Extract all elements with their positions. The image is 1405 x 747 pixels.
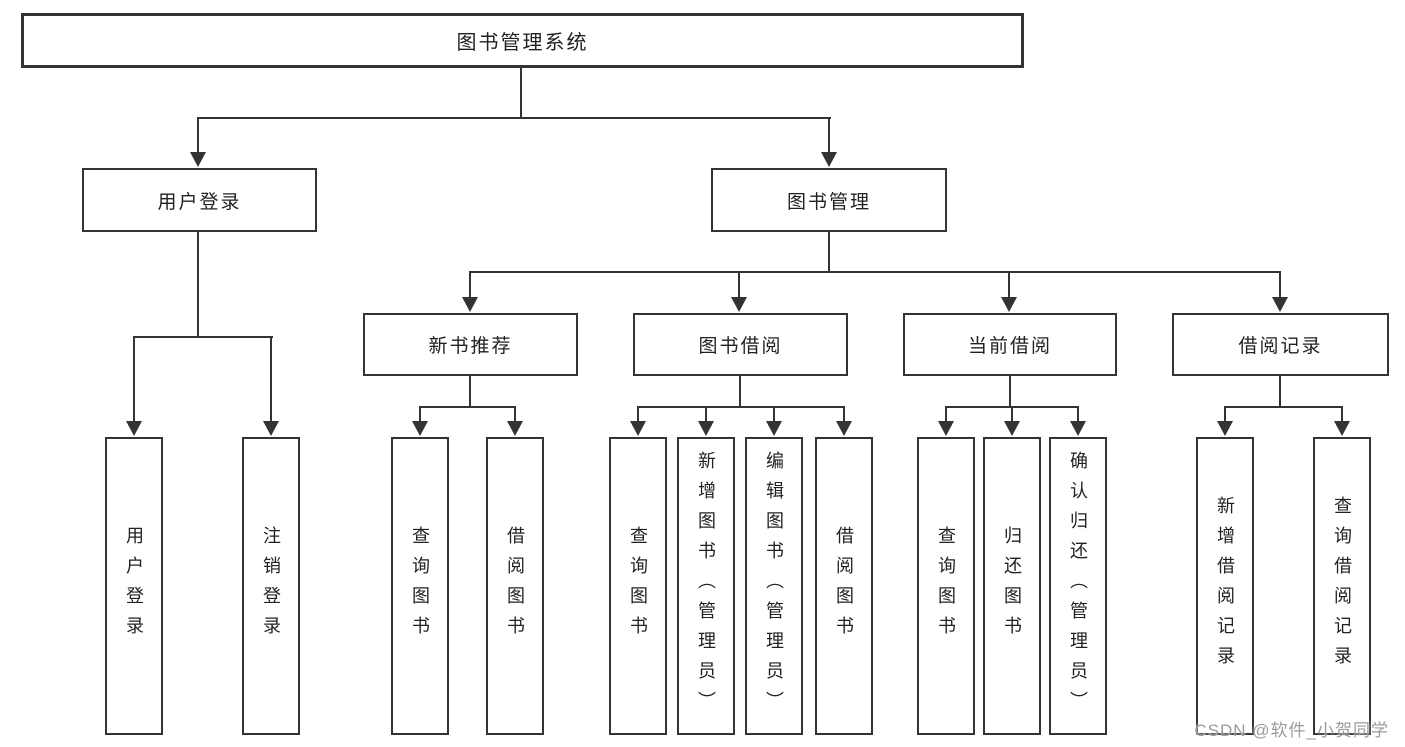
connector-arrowhead [766,421,782,436]
connector-arrowhead [731,297,747,312]
connector-line [1224,406,1226,422]
connector-line [1224,406,1343,408]
leaf-borrow-books-borrowing: 借阅图书 [815,437,873,735]
connector-line [828,117,830,154]
leaf-confirm-return-admin: 确认归还（管理员） [1049,437,1107,735]
leaf-query-books-borrowing: 查询图书 [609,437,667,735]
connector-arrowhead [462,297,478,312]
connector-line [945,406,947,422]
node-user-login: 用户登录 [82,168,317,232]
connector-line [419,406,421,422]
leaf-query-books-current: 查询图书 [917,437,975,735]
connector-line [514,406,516,422]
leaf-edit-books-admin: 编辑图书（管理员） [745,437,803,735]
connector-line [738,271,740,298]
connector-line [469,376,471,407]
connector-line [1279,271,1281,298]
connector-line [828,232,830,272]
connector-arrowhead [412,421,428,436]
connector-line [197,117,831,119]
node-library-management-system: 图书管理系统 [21,13,1024,68]
connector-arrowhead [938,421,954,436]
leaf-logout: 注销登录 [242,437,300,735]
connector-line [773,406,775,422]
connector-line [637,406,845,408]
connector-arrowhead [1217,421,1233,436]
node-book-management: 图书管理 [711,168,947,232]
connector-line [1077,406,1079,422]
node-book-borrowing: 图书借阅 [633,313,848,376]
connector-line [1011,406,1013,422]
connector-line [133,336,135,422]
leaf-query-borrow-record: 查询借阅记录 [1313,437,1371,735]
connector-arrowhead [821,152,837,167]
connector-line [1279,376,1281,407]
node-current-borrowing: 当前借阅 [903,313,1117,376]
csdn-watermark: CSDN @软件_小贺同学 [1194,721,1389,740]
connector-line [637,406,639,422]
connector-line [469,271,471,298]
leaf-query-books-recommend: 查询图书 [391,437,449,735]
connector-arrowhead [190,152,206,167]
connector-line [843,406,845,422]
connector-line [197,117,199,154]
connector-line [197,232,199,337]
connector-line [1009,376,1011,407]
node-borrowing-records: 借阅记录 [1172,313,1389,376]
connector-line [1008,271,1010,298]
leaf-return-books: 归还图书 [983,437,1041,735]
connector-arrowhead [630,421,646,436]
connector-line [469,271,1281,273]
connector-arrowhead [126,421,142,436]
connector-arrowhead [1334,421,1350,436]
leaf-add-books-admin: 新增图书（管理员） [677,437,735,735]
connector-arrowhead [1272,297,1288,312]
connector-arrowhead [698,421,714,436]
connector-line [520,68,522,118]
connector-line [133,336,273,338]
connector-arrowhead [507,421,523,436]
connector-line [1341,406,1343,422]
leaf-add-borrow-record: 新增借阅记录 [1196,437,1254,735]
connector-arrowhead [263,421,279,436]
connector-line [739,376,741,407]
leaf-borrow-books-recommend: 借阅图书 [486,437,544,735]
leaf-user-login: 用户登录 [105,437,163,735]
connector-line [419,406,516,408]
connector-arrowhead [1070,421,1086,436]
connector-line [270,336,272,422]
connector-line [705,406,707,422]
connector-arrowhead [1001,297,1017,312]
connector-arrowhead [836,421,852,436]
connector-arrowhead [1004,421,1020,436]
node-new-book-recommendation: 新书推荐 [363,313,578,376]
